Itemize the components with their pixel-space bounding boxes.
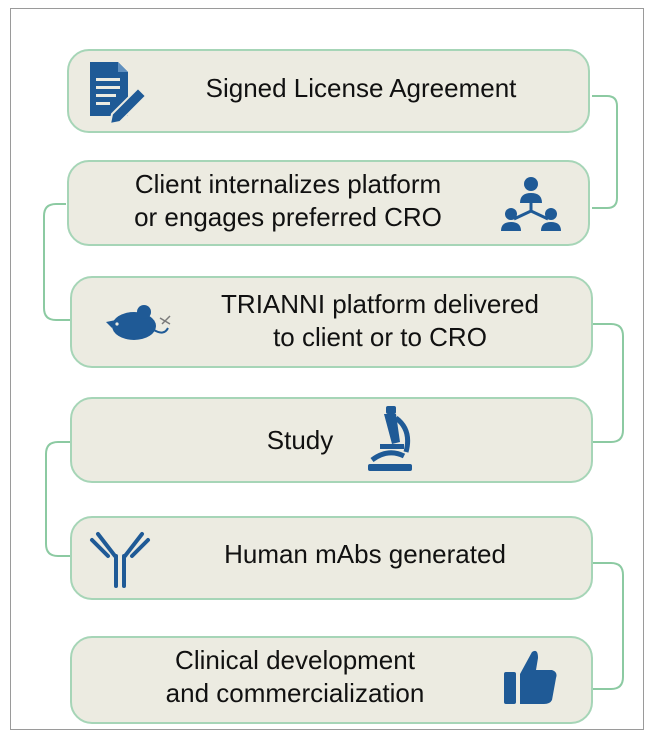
step-2-text: Client internalizes platform or engages … — [93, 168, 483, 234]
step-6-line2: and commercialization — [165, 678, 425, 709]
step-box-client-internalizes — [67, 160, 590, 246]
step-5-text: Human mAbs generated — [170, 538, 560, 571]
step-4-text: Study — [240, 424, 360, 457]
step-1-line1: Signed License Agreement — [205, 73, 517, 103]
step-box-study — [70, 397, 593, 483]
connector-3-4 — [593, 323, 624, 443]
thumbs-up-icon — [502, 646, 560, 711]
org-chart-icon — [500, 175, 562, 238]
step-box-trianni-delivered — [70, 276, 593, 368]
step-2-line1: Client internalizes platform — [134, 169, 442, 199]
step-box-signed-license — [67, 49, 590, 133]
step-3-text: TRIANNI platform delivered to client or … — [185, 288, 575, 354]
mouse-icon — [104, 300, 174, 347]
connector-1-2 — [592, 95, 618, 209]
step-3-line2: to client or to CRO — [273, 322, 487, 353]
step-2-line2: or engages preferred CRO — [134, 202, 442, 233]
step-4-line1: Study — [266, 425, 334, 455]
connector-2-3 — [43, 203, 70, 321]
document-pen-icon — [84, 60, 148, 129]
step-6-line1: Clinical development — [175, 645, 415, 675]
step-6-text: Clinical development and commercializati… — [115, 644, 475, 710]
microscope-icon — [366, 404, 414, 477]
connector-5-6 — [593, 562, 624, 690]
connector-4-5 — [45, 441, 70, 557]
step-5-line1: Human mAbs generated — [224, 539, 506, 569]
step-3-line1: TRIANNI platform delivered — [221, 289, 539, 319]
step-box-human-mabs — [70, 516, 593, 600]
step-1-text: Signed License Agreement — [148, 72, 574, 105]
antibody-icon — [88, 528, 152, 593]
